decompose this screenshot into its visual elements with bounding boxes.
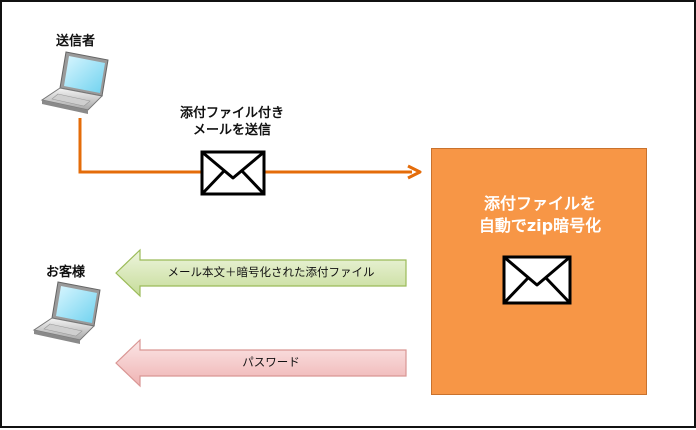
server-box-title: 添付ファイルを 自動でzip暗号化 — [432, 193, 648, 237]
email-body-arrow — [115, 248, 407, 298]
envelope-icon — [502, 255, 572, 305]
server-box-line1: 添付ファイルを — [483, 194, 596, 213]
email-body-arrow-label: メール本文＋暗号化された添付ファイル — [167, 265, 375, 279]
password-arrow — [115, 338, 407, 388]
send-step-label: 添付ファイル付き メールを送信 — [162, 105, 302, 139]
password-arrow-label: パスワード — [242, 355, 300, 369]
send-step-line1: 添付ファイル付き — [179, 106, 284, 121]
sender-label: 送信者 — [56, 34, 96, 49]
customer-label: お客様 — [46, 265, 86, 280]
sender-laptop-icon — [40, 51, 109, 114]
send-step-line2: メールを送信 — [192, 123, 271, 138]
customer-laptop-icon — [32, 281, 101, 344]
server-box-line2: 自動でzip暗号化 — [478, 216, 602, 235]
envelope-icon — [200, 150, 266, 196]
